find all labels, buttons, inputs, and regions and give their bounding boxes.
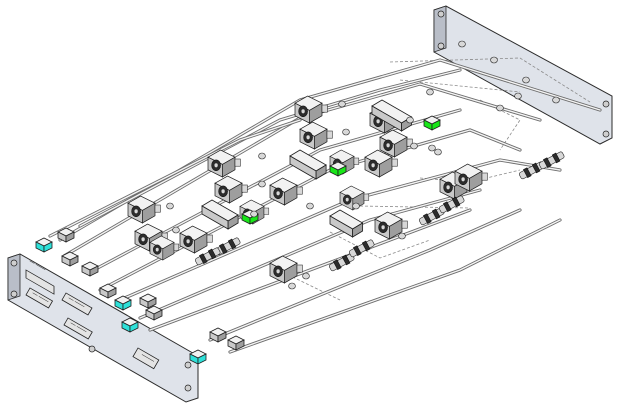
filter-icon — [518, 161, 545, 180]
gas-tube-highlight — [229, 219, 561, 353]
panel-screw-icon — [10, 290, 18, 298]
tube-fitting-icon — [406, 116, 414, 124]
gas-tube-highlight — [79, 69, 461, 227]
tube-fitting-icon — [57, 227, 75, 243]
tube-fitting-icon — [352, 202, 360, 210]
panel-screw-icon — [437, 10, 445, 18]
solenoid-valve-icon — [299, 121, 333, 150]
solenoid-valve-icon — [339, 185, 370, 211]
gas-tube-highlight — [119, 159, 561, 301]
filter-icon — [194, 247, 221, 266]
panel-screw-icon — [184, 384, 192, 392]
manifold-block-icon — [201, 199, 239, 230]
gas-tube-highlight — [209, 209, 521, 341]
solenoid-valve-icon — [214, 175, 248, 204]
filter-icon — [418, 207, 445, 226]
gas-tube-highlight — [49, 119, 301, 237]
tube-fitting-icon — [99, 283, 117, 299]
tube-fitting-icon — [522, 76, 530, 84]
tube-fitting-icon — [426, 88, 434, 96]
solenoid-valve-icon — [207, 149, 241, 178]
filter-icon — [538, 151, 565, 170]
manifold-block-icon — [289, 149, 327, 180]
solenoid-valve-icon — [454, 163, 488, 192]
solenoid-valve-icon — [179, 225, 213, 254]
gas-tube-highlight — [89, 109, 461, 273]
tube-fitting-icon — [227, 335, 245, 351]
solenoid-valve-icon — [127, 195, 161, 224]
tube-fitting-icon — [496, 104, 504, 112]
gas-tube-highlight — [149, 209, 471, 331]
solenoid-valve-icon — [269, 177, 303, 206]
tube-fitting-icon — [166, 202, 174, 210]
filter-icon — [214, 237, 241, 256]
panel-screw-icon — [10, 259, 18, 267]
tube-fitting-icon — [514, 92, 522, 100]
tube-fitting-icon — [434, 148, 442, 156]
solenoid-valve-icon — [294, 95, 328, 124]
solenoid-valve-icon — [149, 235, 180, 261]
solenoid-valve-icon — [269, 255, 303, 284]
panel-screw-icon — [602, 130, 610, 138]
tube-fitting-icon — [189, 349, 207, 365]
gas-tubing — [48, 58, 602, 354]
tube-fitting-icon — [35, 237, 53, 253]
dashed-line-5 — [329, 231, 431, 259]
components — [35, 40, 565, 365]
dashed-line-2 — [399, 79, 521, 93]
filter-icon — [348, 239, 375, 258]
tube-fitting-icon — [302, 272, 310, 280]
tube-fitting-icon — [342, 128, 350, 136]
tube-fitting-icon — [258, 152, 266, 160]
tube-fitting-icon — [458, 40, 466, 48]
filter-icon — [438, 195, 465, 214]
gas-tube-highlight — [139, 189, 481, 319]
tube-fitting-icon — [490, 56, 498, 64]
tube-fitting-icon — [428, 144, 436, 152]
panel-screw-icon — [184, 361, 192, 369]
tube-fitting-icon — [172, 226, 180, 234]
dashed-line-1 — [389, 57, 591, 103]
tube-fitting-icon — [552, 96, 560, 104]
tube-fitting-icon — [145, 305, 163, 321]
tube-fitting-icon — [61, 251, 79, 267]
gas-tube-highlight — [63, 83, 541, 257]
tube-fitting-icon — [209, 327, 227, 343]
tube-fitting-icon — [139, 293, 157, 309]
tube-fitting-icon — [250, 210, 258, 218]
solenoid-valve-icon — [374, 211, 408, 240]
solenoid-valve-icon — [379, 129, 413, 158]
tube-fitting-icon — [398, 232, 406, 240]
tube-fitting-icon — [423, 115, 441, 131]
tube-fitting-icon — [338, 100, 346, 108]
tube-fitting-icon — [410, 142, 418, 150]
tube-fitting-icon — [288, 282, 296, 290]
tube-fitting-icon — [258, 180, 266, 188]
manifold-block-icon — [329, 209, 364, 238]
tube-fitting-icon — [121, 317, 139, 333]
rear-mounting-plate — [433, 5, 613, 145]
panel-screw-icon — [88, 345, 96, 353]
panel-label-5: —— — [132, 347, 160, 370]
panel-screw-icon — [602, 100, 610, 108]
tube-fitting-icon — [114, 295, 132, 311]
tube-fitting-icon — [306, 202, 314, 210]
tube-fitting-icon — [329, 161, 347, 177]
tube-fitting-icon — [81, 261, 99, 277]
solenoid-valve-icon — [364, 149, 398, 178]
panel-screw-icon — [437, 42, 445, 50]
